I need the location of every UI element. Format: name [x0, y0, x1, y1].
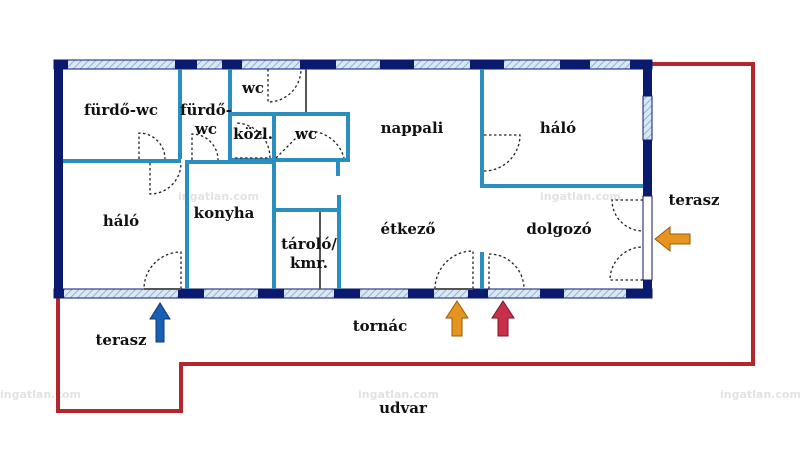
watermark-text: ingatlan.com: [720, 388, 800, 401]
arrow-left-icon: [654, 225, 691, 253]
watermark-text: ingatlan.com: [178, 190, 259, 203]
door-swings: [138, 68, 644, 290]
room-label-kmr: kmr.: [290, 254, 328, 272]
area-label-udvar: udvar: [379, 399, 428, 417]
room-label-halo-right: háló: [540, 119, 576, 137]
room-label-wc-top: wc: [241, 79, 264, 97]
area-label-terasz-right: terasz: [668, 191, 720, 209]
room-label-furdo-wc: fürdő-wc: [84, 101, 158, 119]
room-label-nappali: nappali: [381, 119, 444, 137]
arrow-up-icon: [445, 300, 469, 337]
watermark-text: ingatlan.com: [358, 388, 439, 401]
arrow-up-icon: [149, 302, 171, 343]
arrow-up-icon: [491, 300, 515, 337]
room-label-furdo-wc-line2: wc: [194, 120, 217, 138]
watermark-text: ingatlan.com: [0, 388, 81, 401]
watermark-text: ingatlan.com: [540, 190, 621, 203]
room-labels: fürdő-wc fürdő- wc wc közl. wc nappali h…: [84, 79, 720, 417]
room-label-tarolo: tároló/: [281, 235, 337, 253]
inner-walls: [63, 69, 643, 289]
area-label-tornac: tornác: [353, 317, 408, 335]
area-label-terasz-left: terasz: [95, 331, 147, 349]
room-label-dolgozo: dolgozó: [526, 220, 591, 238]
inner-partitions: [305, 69, 321, 289]
room-label-konyha: konyha: [194, 204, 255, 222]
room-label-kozl: közl.: [233, 125, 273, 143]
site-boundary: [56, 62, 755, 413]
room-label-etkezo: étkező: [381, 220, 436, 238]
room-label-wc-mid: wc: [294, 125, 317, 143]
room-label-halo-left: háló: [103, 212, 139, 230]
watermark-layer: ingatlan.com ingatlan.com ingatlan.com i…: [0, 190, 800, 401]
outer-walls: [53, 59, 653, 299]
room-label-furdo: fürdő-: [180, 101, 232, 119]
